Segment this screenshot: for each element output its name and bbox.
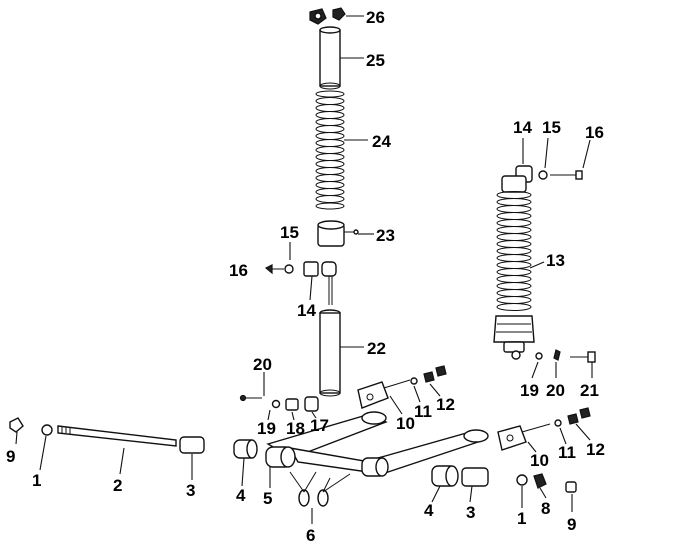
part-19-washer-right (535, 352, 543, 360)
label-23: 23 (376, 226, 395, 245)
part-3-spacer-left (179, 436, 205, 454)
label-24: 24 (372, 132, 391, 151)
label-11-upper: 11 (414, 402, 432, 421)
part-11-washer-lower (554, 419, 562, 427)
part-26-cap-nuts (309, 7, 346, 25)
label-5: 5 (263, 489, 272, 508)
part-18-spacer (285, 398, 299, 411)
part-4-bush-right (431, 465, 459, 487)
part-11-washer-upper (410, 377, 418, 385)
label-26: 26 (366, 8, 385, 27)
label-17: 17 (310, 416, 329, 435)
part-19-washer-left (271, 399, 281, 409)
part-4-bush-left (233, 439, 258, 459)
label-22: 22 (367, 339, 386, 358)
label-12-upper: 12 (436, 395, 455, 414)
label-4-left: 4 (236, 486, 246, 505)
label-11-lower: 11 (558, 443, 576, 462)
label-2: 2 (113, 476, 122, 495)
label-15-right: 15 (542, 118, 561, 137)
part-22-damper (319, 276, 341, 397)
part-25-upper-tube (319, 26, 341, 90)
label-15-left: 15 (280, 223, 299, 242)
label-9-left: 9 (6, 447, 15, 466)
label-20-left: 20 (253, 355, 272, 374)
label-12-lower: 12 (586, 440, 605, 459)
part-23-spring-collar (317, 220, 359, 247)
part-20-pin-left (239, 394, 262, 402)
part-10-chain-adjuster-lower (497, 423, 551, 451)
part-16-bolt-left (264, 264, 284, 275)
part-17-bush (304, 396, 319, 412)
label-1-right: 1 (517, 509, 526, 528)
label-16-left: 16 (229, 261, 248, 280)
part-1-washer-right (516, 474, 528, 486)
part-2-pivot-shaft (57, 425, 177, 447)
label-10-lower: 10 (530, 451, 549, 470)
label-19-left: 19 (257, 419, 276, 438)
part-8-nut (533, 473, 547, 489)
part-15-washer-right (538, 170, 548, 180)
part-3-spacer-right (461, 467, 489, 487)
label-16-right: 16 (585, 123, 604, 142)
label-14-right: 14 (513, 118, 532, 137)
part-24-coil-spring (315, 90, 345, 210)
label-20-right: 20 (546, 381, 565, 400)
label-14-left: 14 (297, 301, 316, 320)
part-6-washers (289, 471, 351, 507)
label-6: 6 (306, 526, 315, 545)
part-9-nut-right (565, 481, 577, 493)
label-4-right: 4 (424, 501, 434, 520)
part-14-bush-left (303, 261, 337, 277)
label-8: 8 (541, 499, 550, 518)
label-21: 21 (580, 381, 599, 400)
label-25: 25 (366, 51, 385, 70)
part-20-pin-right (553, 349, 561, 361)
part-16-bolt-right (550, 170, 583, 180)
part-10-chain-adjuster-upper (357, 379, 411, 409)
label-9-right: 9 (567, 515, 576, 534)
part-13-rear-shock (493, 175, 535, 360)
label-19-right: 19 (520, 381, 539, 400)
part-21-bolt-right (570, 351, 596, 363)
part-12-nut-upper (423, 371, 435, 383)
label-1-left: 1 (32, 471, 41, 490)
label-3-left: 3 (186, 481, 195, 500)
label-13: 13 (546, 251, 565, 270)
label-3-right: 3 (466, 503, 475, 522)
part-12-nut-lower (567, 413, 579, 425)
label-18: 18 (286, 419, 305, 438)
label-10-upper: 10 (396, 414, 415, 433)
part-5-pivot-bush (265, 446, 389, 477)
part-9-nut-left (9, 417, 24, 433)
part-1-washer-left (41, 424, 53, 436)
part-15-washer-left (284, 264, 294, 274)
